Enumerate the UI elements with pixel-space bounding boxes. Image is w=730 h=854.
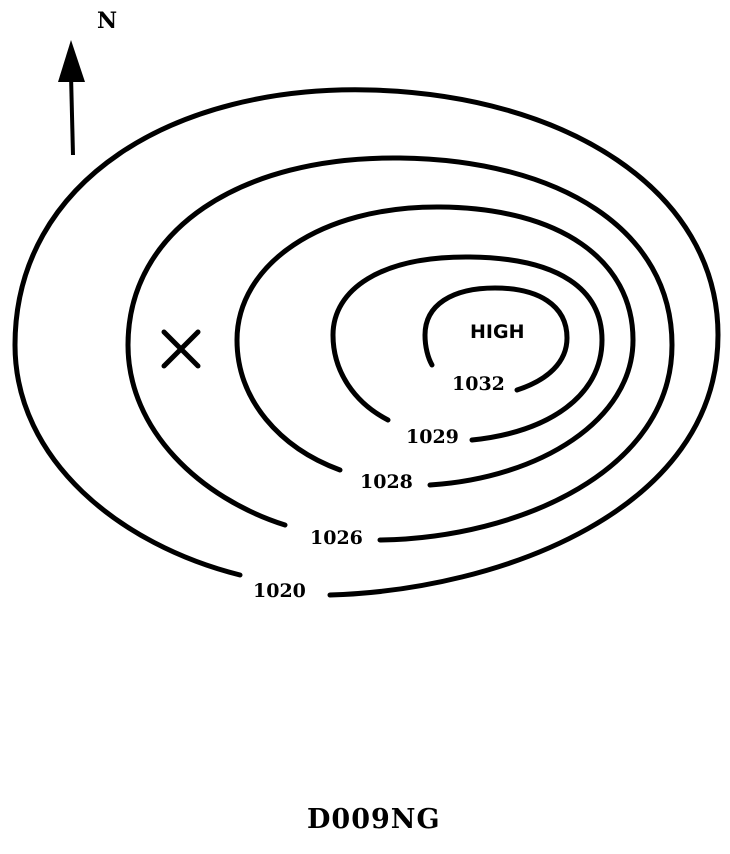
north-label: N: [97, 8, 117, 34]
isobar-1020-label: 1020: [253, 580, 306, 602]
isobar-1032-label: 1032: [452, 373, 505, 395]
north-arrow: N: [58, 8, 117, 156]
isobar-1029-label: 1029: [406, 426, 459, 448]
north-arrow-shaft: [69, 74, 75, 156]
high-pressure-label: HIGH: [470, 321, 524, 343]
figure-code: D009NG: [307, 804, 441, 835]
isobar-1032-line: [422, 285, 570, 393]
isobar-1029-line: [330, 254, 605, 443]
isobar-1026-label: 1026: [310, 527, 363, 549]
location-marker-x: [161, 329, 201, 369]
isobar-1020-line: [12, 87, 721, 598]
isobar-1028-line: [234, 204, 636, 488]
isobar-1026-line: [125, 155, 675, 543]
isobar-1028-label: 1028: [360, 471, 413, 493]
north-arrow-head: [58, 40, 85, 82]
